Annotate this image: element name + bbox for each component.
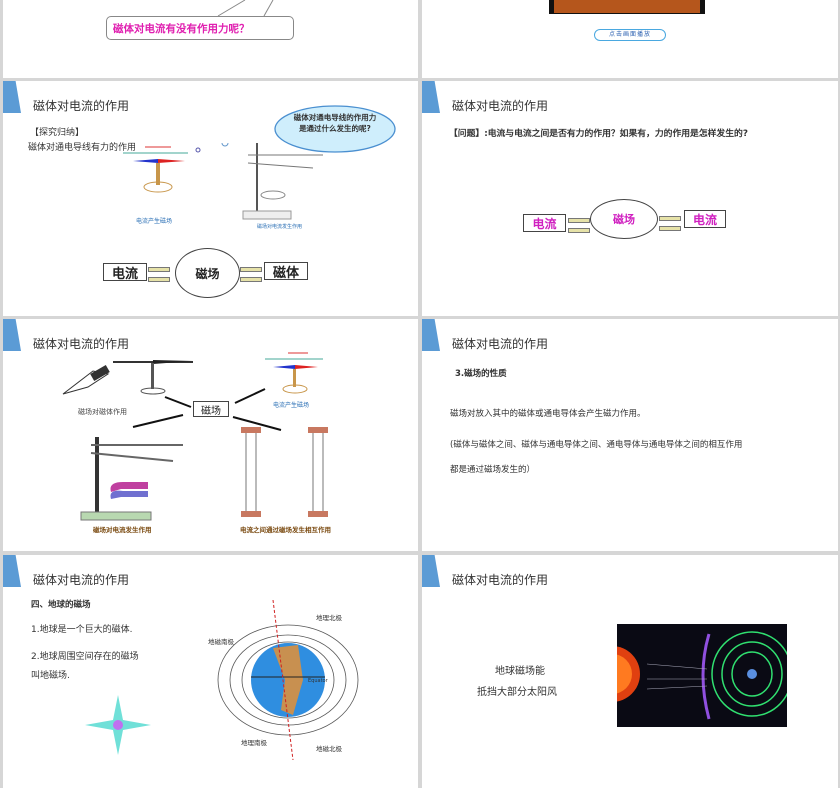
caption-current-makes-field: 电流产生磁场 bbox=[136, 218, 173, 225]
callout-pointer bbox=[217, 0, 274, 17]
heading: 3.磁场的性质 bbox=[455, 369, 507, 379]
accent-corner bbox=[422, 81, 440, 113]
experiment-illustrations bbox=[62, 352, 328, 521]
arrow-left bbox=[148, 277, 170, 282]
arrow-left bbox=[240, 277, 262, 282]
arrow-right bbox=[659, 216, 681, 221]
slide-thumbnail-8[interactable]: 磁体对电流的作用 地球磁场能 抵挡大部分太阳风 bbox=[422, 555, 838, 788]
video-frame[interactable] bbox=[549, 0, 705, 14]
arrow-left bbox=[568, 228, 590, 233]
heading: 四、地球的磁场 bbox=[31, 600, 91, 610]
caption-field-on-current: 磁场对电流发生作用 bbox=[93, 526, 152, 534]
slide-thumbnail-6[interactable]: 磁体对电流的作用 3.磁场的性质 磁场对放入其中的磁体或通电导体会产生磁力作用。… bbox=[422, 319, 838, 551]
arrow-right bbox=[240, 267, 262, 272]
label-magnetic-north: 地磁北极 bbox=[316, 745, 342, 753]
text-line-2: 抵挡大部分太阳风 bbox=[477, 687, 557, 698]
heading: 【探究归纳】 bbox=[30, 128, 85, 138]
paragraph-2: (磁体与磁体之间、磁体与通电导体之间、通电导体与通电导体之间的相互作用 bbox=[450, 440, 743, 450]
paragraph-1: 1.地球是一个巨大的磁体. bbox=[31, 625, 133, 635]
paragraph-2a: 2.地球周围空间存在的磁场 bbox=[31, 652, 139, 662]
caption-current-makes-field: 电流产生磁场 bbox=[273, 402, 310, 409]
slide-title: 磁体对电流的作用 bbox=[33, 99, 130, 113]
arrow-left bbox=[659, 226, 681, 231]
oval-magnetic-field: 磁场 bbox=[175, 248, 240, 298]
label-geographic-south: 地理南极 bbox=[241, 739, 267, 747]
thought-text: 磁体对通电导线的作用力是通过什么发生的呢? bbox=[293, 113, 377, 133]
label-geographic-north: 地理北极 bbox=[316, 614, 342, 622]
box-magnetic-field: 磁场 bbox=[193, 401, 229, 417]
question-text: 【问题】:电流与电流之间是否有力的作用？如果有，力的作用是怎样发生的? bbox=[449, 129, 748, 139]
box-magnet: 磁体 bbox=[264, 262, 308, 281]
callout-box bbox=[106, 16, 294, 40]
arrow-right bbox=[148, 267, 170, 272]
accent-corner bbox=[3, 81, 21, 113]
slide-title: 磁体对电流的作用 bbox=[33, 337, 130, 351]
accent-corner bbox=[3, 319, 21, 351]
sparkle-star-icon bbox=[85, 695, 151, 755]
accent-corner bbox=[422, 319, 440, 351]
label-equator: Equator bbox=[308, 678, 328, 684]
slide-title: 磁体对电流的作用 bbox=[452, 99, 549, 113]
caption-field-on-magnet: 磁场对磁体作用 bbox=[78, 408, 127, 416]
box-current-right: 电流 bbox=[684, 210, 726, 228]
play-button-label: 点击画面播放 bbox=[608, 31, 651, 38]
callout-text: 磁体对电流有没有作用力呢？ bbox=[113, 23, 250, 35]
slide-thumbnail-3[interactable]: 磁体对电流的作用 【探究归纳】 磁体对通电导线有力的作用 磁体对通电导线的作用力… bbox=[3, 81, 418, 316]
paragraph-3: 都是通过磁场发生的） bbox=[450, 465, 536, 475]
slide-thumbnail-4[interactable]: 磁体对电流的作用 【问题】:电流与电流之间是否有力的作用？如果有，力的作用是怎样… bbox=[422, 81, 838, 316]
slide-title: 磁体对电流的作用 bbox=[33, 573, 130, 587]
earth-magnetic-field-diagram bbox=[217, 600, 359, 760]
label-magnetic-south: 地磁南极 bbox=[208, 638, 234, 646]
play-button[interactable]: 点击画面播放 bbox=[594, 29, 666, 41]
slide-thumbnail-2[interactable]: 点击画面播放 bbox=[422, 0, 838, 78]
caption-field-acts-on-current: 磁场对电流发生作用 bbox=[257, 224, 303, 230]
solar-wind-image bbox=[617, 624, 787, 727]
body-text: 磁体对通电导线有力的作用 bbox=[28, 143, 137, 153]
slide-title: 磁体对电流的作用 bbox=[452, 337, 549, 351]
accent-corner bbox=[3, 555, 21, 587]
oval-magnetic-field: 磁场 bbox=[590, 199, 658, 239]
caption-currents-interact: 电流之间通过磁场发生相互作用 bbox=[240, 526, 331, 534]
thought-cloud bbox=[274, 105, 396, 153]
box-current: 电流 bbox=[103, 263, 147, 282]
paragraph-1: 磁场对放入其中的磁体或通电导体会产生磁力作用。 bbox=[450, 409, 646, 419]
arrow-right bbox=[568, 218, 590, 223]
slide-thumbnail-5[interactable]: 磁体对电流的作用 磁场 磁场对磁体作用 电流产生磁场 磁场对电流发生作用 电流之… bbox=[3, 319, 418, 551]
slide-title: 磁体对电流的作用 bbox=[452, 573, 549, 587]
slide-thumbnail-1[interactable]: 磁体对电流有没有作用力呢？ bbox=[3, 0, 418, 78]
slide-thumbnail-7[interactable]: 磁体对电流的作用 四、地球的磁场 1.地球是一个巨大的磁体. 2.地球周围空间存… bbox=[3, 555, 418, 788]
box-current-left: 电流 bbox=[523, 214, 566, 232]
accent-corner bbox=[422, 555, 440, 587]
text-line-1: 地球磁场能 bbox=[495, 666, 545, 677]
paragraph-2b: 叫地磁场. bbox=[31, 671, 70, 681]
compass-diagrams bbox=[123, 143, 323, 220]
